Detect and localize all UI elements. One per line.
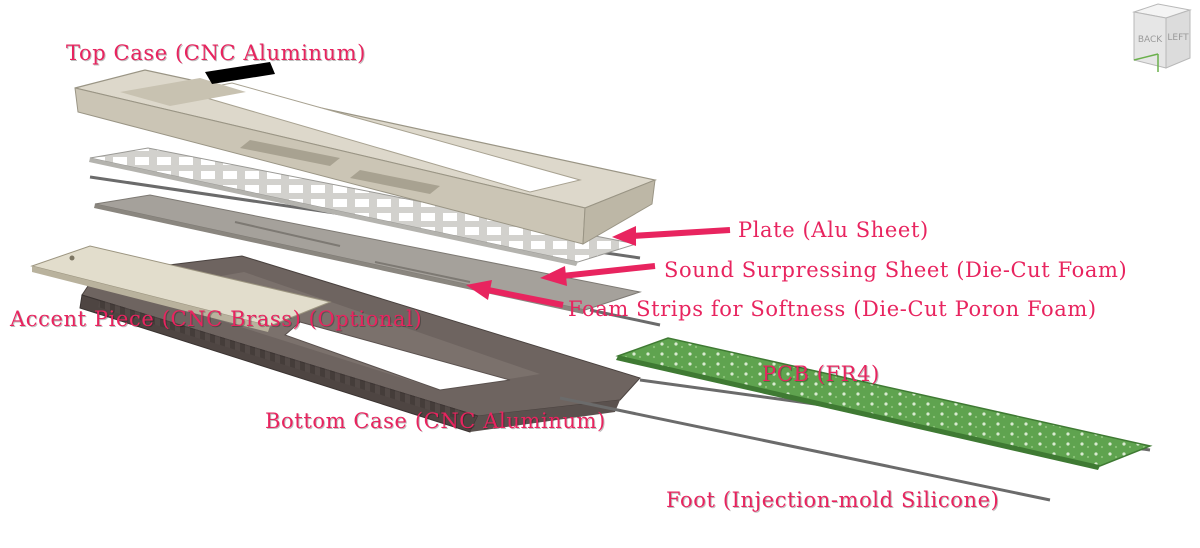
viewcube-back-label[interactable]: BACK [1138,35,1163,45]
label-sound-sheet: Sound Surpressing Sheet (Die-Cut Foam) [664,258,1128,282]
label-pcb: PCB (FR4) [762,362,880,386]
top-case [74,62,658,245]
viewcube-icon[interactable]: BACK LEFT [1120,0,1200,84]
sound-sheet [94,194,642,314]
label-foot: Foot (Injection-mold Silicone) [666,488,1000,512]
label-top-case: Top Case (CNC Aluminum) [66,41,366,65]
pcb-board [615,337,1153,470]
accent-piece [30,245,332,332]
label-bottom-case: Bottom Case (CNC Aluminum) [265,409,606,433]
label-plate: Plate (Alu Sheet) [738,218,929,242]
arrow-icon [612,226,731,246]
label-foam-strips: Foam Strips for Softness (Die-Cut Poron … [568,297,1097,321]
pointer-arrows [466,226,731,308]
arrow-icon [540,263,656,286]
viewcube-left-label[interactable]: LEFT [1167,33,1189,43]
arrow-icon [466,280,564,308]
label-accent-piece: Accent Piece (CNC Brass) (Optional) [10,307,423,331]
